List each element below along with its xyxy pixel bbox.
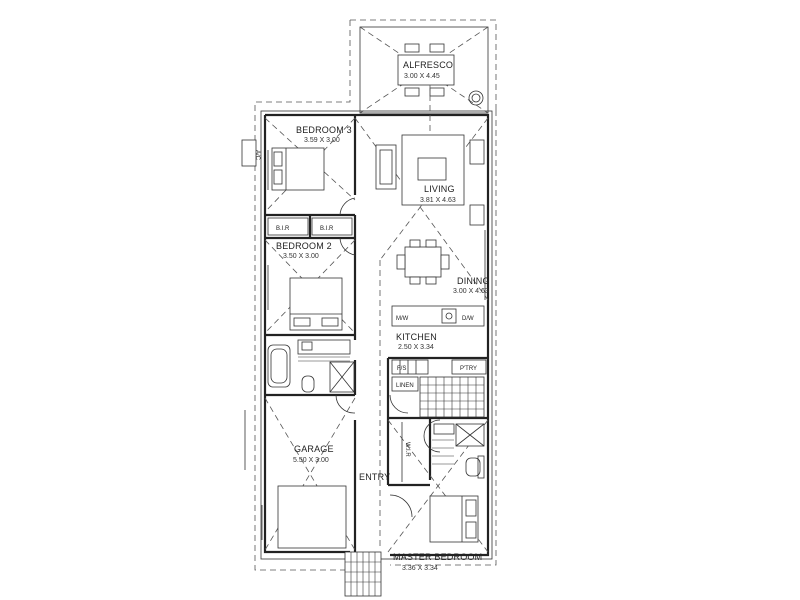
dining-table [396, 239, 450, 285]
bathtub [267, 344, 291, 388]
master-name: MASTER BEDROOM [393, 552, 482, 562]
coffee-table [417, 157, 447, 181]
dining-name: DINING [457, 276, 490, 286]
outdoor-table [397, 54, 455, 86]
built-in-robes: B.I.R B.I.R [267, 217, 353, 236]
entry-label: ENTRY [359, 472, 390, 482]
walk-in-robe: W.I.R [401, 422, 410, 482]
linen-laundry: LINEN [391, 376, 485, 418]
bedroom2-bed [289, 277, 343, 331]
plant-icon [468, 90, 484, 106]
alfresco-name: ALFRESCO [403, 60, 453, 70]
living-furniture [375, 134, 485, 226]
ptry-label: P'TRY [460, 366, 477, 372]
kitchen-name: KITCHEN [396, 332, 437, 342]
bedroom2-dims: 3.50 X 3.00 [283, 253, 319, 260]
bir-left-label: B.I.R [276, 226, 290, 232]
bathroom [267, 339, 355, 393]
garage-name: GARAGE [294, 444, 334, 454]
fs-label: F/S [397, 366, 406, 372]
bedroom3-name: BEDROOM 3 [296, 125, 352, 135]
armchair [469, 139, 485, 165]
master-dims: 3.36 X 3.34 [402, 565, 438, 572]
master-bed [429, 495, 479, 543]
linen-label: LINEN [396, 383, 414, 389]
porch [344, 551, 382, 597]
dw-label: D/W [462, 316, 474, 322]
ensuite-vanity [433, 423, 455, 435]
bedroom3-dims: 3.59 X 3.00 [304, 137, 340, 144]
dining-dims: 3.00 X 4.63 [453, 288, 489, 295]
alfresco-dims: 3.00 X 4.45 [404, 73, 440, 80]
ensuite [432, 423, 485, 479]
ensuite-toilet [465, 457, 481, 477]
bir-right-label: B.I.R [320, 226, 334, 232]
mw-label: M/W [396, 316, 409, 322]
vanity [297, 339, 351, 355]
kitchen-back: F/S P'TRY [391, 359, 487, 375]
kitchen-bench: M/W D/W [391, 305, 485, 327]
bedroom2-name: BEDROOM 2 [276, 241, 332, 251]
garage-door [261, 485, 347, 549]
wir-label: W.I.R [404, 442, 410, 457]
tv-unit [469, 204, 485, 226]
kitchen-dims: 2.50 X 3.34 [398, 344, 434, 351]
sofa [375, 144, 397, 190]
laundry-tiles [419, 376, 485, 418]
garage-dims: 5.50 X 3.00 [293, 457, 329, 464]
bedroom3-bed [271, 147, 325, 191]
living-dims: 3.81 X 4.63 [420, 197, 456, 204]
ac-unit: A/C [241, 139, 260, 167]
living-name: LIVING [424, 184, 455, 194]
ac-label: A/C [254, 150, 260, 161]
boundary-outline [254, 19, 497, 571]
alfresco-area [359, 26, 489, 114]
windows [244, 150, 486, 470]
toilet [301, 375, 315, 393]
doors [335, 197, 441, 518]
